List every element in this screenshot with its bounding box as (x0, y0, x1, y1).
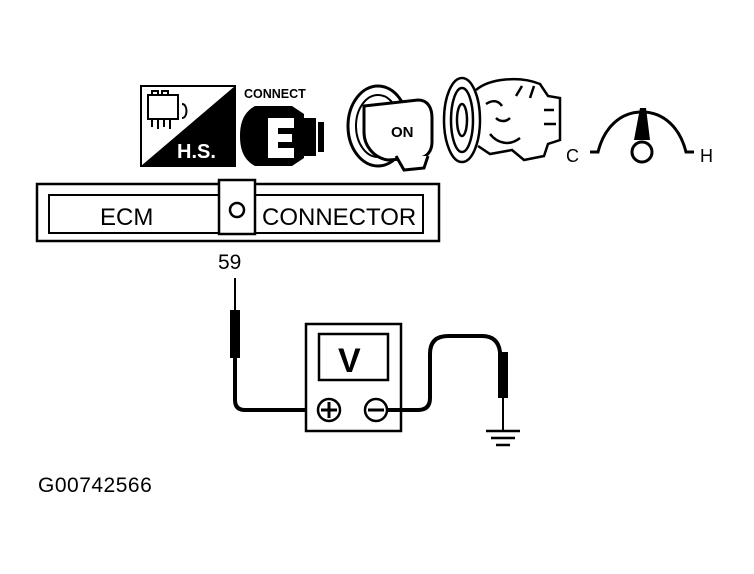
connector-label: CONNECTOR (262, 204, 416, 231)
figure-id: G00742566 (38, 474, 153, 497)
negative-terminal (363, 397, 389, 423)
engine-running-icon (442, 76, 562, 164)
harness-connector-icon: H.S. (140, 85, 236, 167)
ecm-connector: ECM CONNECTOR 59 (35, 178, 441, 274)
ignition-key-on-icon: ON (346, 84, 434, 172)
ecm-label: ECM (100, 204, 153, 231)
negative-probe-to-ground (387, 334, 508, 430)
gauge-hot-label: H (700, 146, 713, 166)
connect-label: CONNECT (244, 87, 306, 101)
terminal-number: 59 (218, 251, 241, 274)
ground-symbol-icon (486, 429, 520, 447)
temperature-gauge-icon: C H (566, 108, 713, 166)
hs-label: H.S. (177, 141, 216, 163)
ignition-on-label: ON (391, 124, 414, 141)
positive-terminal (316, 397, 342, 423)
voltmeter: V (304, 322, 403, 433)
connect-icon: CONNECT (240, 87, 324, 166)
gauge-cold-label: C (566, 146, 579, 166)
positive-probe (230, 278, 313, 412)
voltmeter-label: V (338, 342, 361, 380)
